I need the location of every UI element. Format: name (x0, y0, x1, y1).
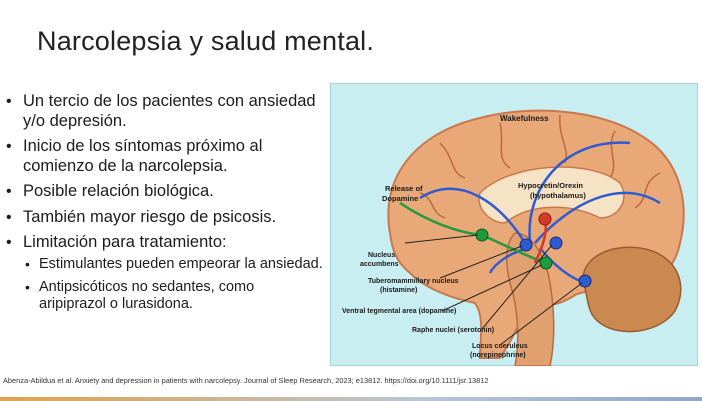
label-release-1: Release of (385, 184, 423, 193)
label-wakefulness: Wakefulness (500, 114, 549, 123)
vta-dot (539, 256, 553, 270)
brain-diagram-svg: Wakefulness Release of Dopamine Hypocret… (330, 83, 698, 366)
slide-title: Narcolepsia y salud mental. (37, 26, 375, 56)
label-locus-2: (norepinephrine) (470, 352, 526, 359)
bullet-item: Inicio de los síntomas próximo al comien… (6, 137, 324, 176)
label-hypocretin-2: (hypothalamus) (530, 191, 586, 200)
footer-accent-bar (0, 397, 702, 401)
label-accumbens-1: Nucleus (368, 252, 395, 259)
label-tuberomammillary-2: (histamine) (380, 287, 417, 294)
sub-bullet-list: Estimulantes pueden empeorar la ansiedad… (23, 256, 324, 313)
sub-bullet-item: Estimulantes pueden empeorar la ansiedad… (23, 256, 324, 273)
label-tuberomammillary-1: Tuberomammillary nucleus (368, 278, 459, 285)
bullet-text: Limitación para tratamiento: (23, 233, 227, 251)
hypocretin-dot (538, 212, 552, 226)
label-hypocretin-1: Hypocretin/Orexin (518, 181, 583, 190)
bullet-item: Posible relación biológica. (6, 182, 324, 202)
leader-lines (404, 234, 583, 346)
bullet-item: Un tercio de los pacientes con ansiedad … (6, 92, 324, 131)
label-raphe: Raphe nuclei (serotonin) (412, 327, 494, 334)
sub-bullet-item: Antipsicóticos no sedantes, como aripipr… (23, 279, 324, 313)
blue-pathways (419, 141, 661, 285)
brain-gyri (419, 114, 661, 219)
brain-diagram: Wakefulness Release of Dopamine Hypocret… (330, 83, 698, 366)
label-vta: Ventral tegmental area (dopamine) (342, 308, 456, 315)
label-accumbens-2: accumbens (360, 261, 399, 268)
bullet-list: Un tercio de los pacientes con ansiedad … (6, 92, 324, 319)
citation: Abenza-Abildua et al. Anxiety and depres… (3, 376, 489, 385)
label-locus-1: Locus coeruleus (472, 343, 528, 350)
label-release-2: Dopamine (382, 194, 418, 203)
bullet-item-treatment: Limitación para tratamiento: Estimulante… (6, 233, 324, 313)
raphe-dot (549, 236, 563, 250)
cerebellum (582, 246, 682, 333)
tuberomammillary-dot (519, 238, 533, 252)
bullet-item: También mayor riesgo de psicosis. (6, 208, 324, 228)
locus-coeruleus-dot (578, 274, 592, 288)
